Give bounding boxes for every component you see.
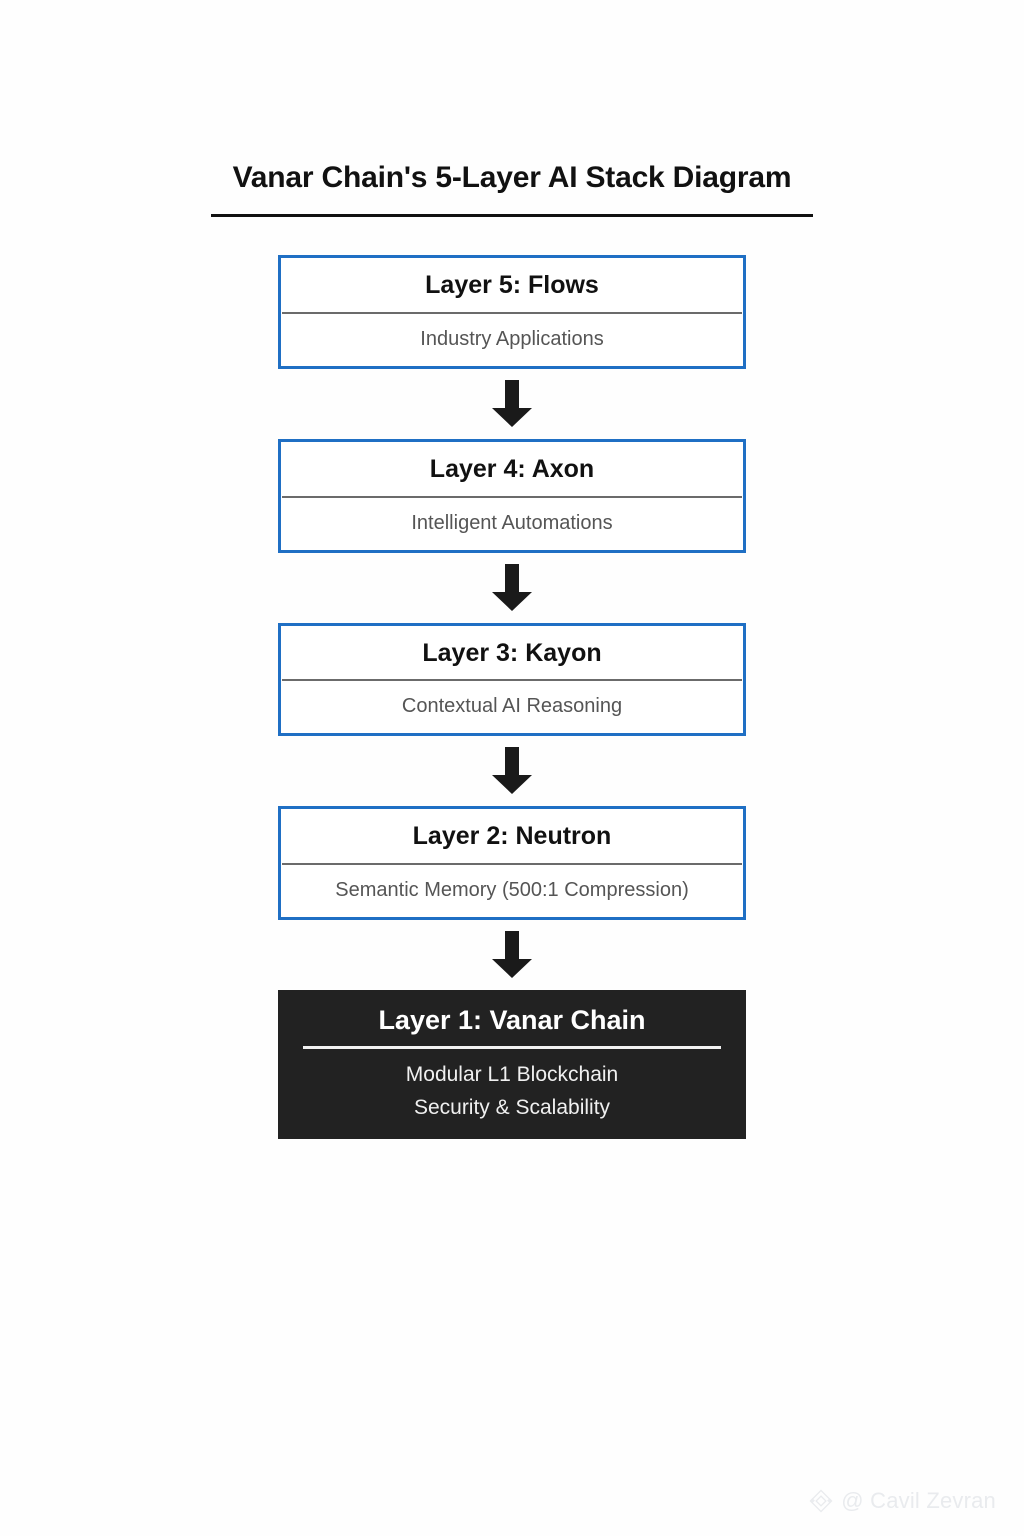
layer-divider [282, 311, 742, 314]
layer-divider [303, 1046, 721, 1050]
arrow-down-icon [492, 563, 532, 611]
layer-box-layer-1[interactable]: Layer 1: Vanar Chain Modular L1 Blockcha… [278, 990, 746, 1140]
arrow-down-icon [492, 747, 532, 795]
arrow-down-icon [492, 379, 532, 427]
title-block: Vanar Chain's 5-Layer AI Stack Diagram [0, 160, 1024, 217]
layer-box-layer-2[interactable]: Layer 2: Neutron Semantic Memory (500:1 … [278, 806, 746, 920]
layer-stack: Layer 5: Flows Industry Applications Lay… [278, 255, 746, 1140]
watermark: @ Cavil Zevran [808, 1488, 996, 1514]
layer-divider [282, 679, 742, 682]
layer-box-layer-3[interactable]: Layer 3: Kayon Contextual AI Reasoning [278, 622, 746, 737]
layer-box-layer-5[interactable]: Layer 5: Flows Industry Applications [278, 255, 746, 369]
connector-arrow-5-to-4 [278, 369, 746, 439]
layer-title: Layer 2: Neutron [412, 822, 612, 851]
page-title: Vanar Chain's 5-Layer AI Stack Diagram [232, 161, 792, 194]
layer-subtitle-line-1: Modular L1 Blockchain [405, 1063, 619, 1087]
layer-subtitle: Industry Applications [420, 327, 604, 350]
watermark-handle: @ Cavil Zevran [841, 1488, 996, 1513]
connector-arrow-2-to-1 [278, 920, 746, 990]
layer-title: Layer 3: Kayon [422, 638, 602, 667]
layer-subtitle: Contextual AI Reasoning [401, 695, 623, 718]
layer-title: Layer 1: Vanar Chain [378, 1005, 646, 1035]
connector-arrow-4-to-3 [278, 553, 746, 623]
title-rule [211, 214, 813, 217]
layer-subtitle: Semantic Memory (500:1 Compression) [335, 879, 689, 901]
layer-title: Layer 5: Flows [425, 271, 599, 299]
layer-box-layer-4[interactable]: Layer 4: Axon Intelligent Automations [278, 438, 746, 553]
arrow-down-icon [492, 931, 532, 978]
layer-divider [282, 863, 742, 865]
layer-subtitle: Intelligent Automations [411, 511, 613, 534]
layer-subtitle: Modular L1 Blockchain Security & Scalabi… [281, 1049, 743, 1136]
layer-divider [282, 495, 742, 498]
connector-arrow-3-to-2 [278, 736, 746, 806]
diamond-logo-icon [809, 1489, 833, 1513]
layer-title: Layer 4: Axon [429, 454, 595, 483]
layer-subtitle-line-2: Security & Scalability [413, 1095, 611, 1119]
